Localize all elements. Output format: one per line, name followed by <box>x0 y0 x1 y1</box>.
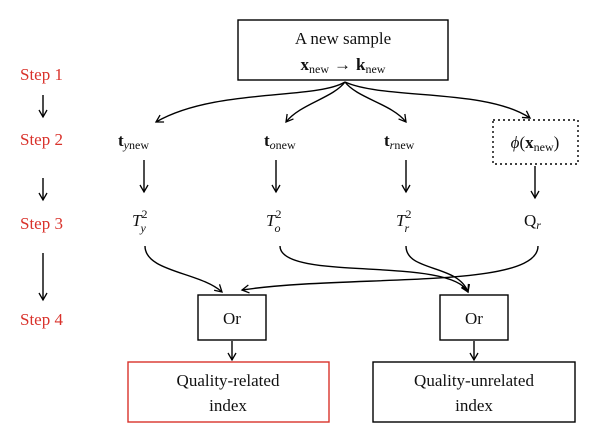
arrow-to-ty <box>154 81 346 123</box>
arrow-Tr2-to-or-right <box>405 245 471 294</box>
sample-mapping: xnew→knew <box>301 55 386 76</box>
quality-related-box <box>127 361 330 423</box>
Q-r: Qr <box>524 211 541 232</box>
k-symbol: k <box>356 55 366 74</box>
step-1-label: Step 1 <box>20 65 63 84</box>
or-left-label: Or <box>223 309 241 328</box>
quality-related-line1: Quality-related <box>177 371 280 390</box>
arrow-to-tr <box>344 81 407 124</box>
t-o-new-label: tonew <box>264 131 296 152</box>
t-r-new-label: trnew <box>384 131 415 152</box>
or-box-right <box>439 294 509 341</box>
arrow-To2-to-or-right <box>279 245 470 294</box>
step-2-label: Step 2 <box>20 130 63 149</box>
quality-unrelated-line1: Quality-unrelated <box>414 371 534 390</box>
quality-related-line2: index <box>209 396 247 415</box>
step-4-label: Step 4 <box>20 310 63 329</box>
new-sample-box <box>237 19 449 81</box>
quality-unrelated-line2: index <box>455 396 493 415</box>
quality-unrelated-box <box>372 361 576 423</box>
arrow-to-phi <box>344 81 532 119</box>
or-box-left <box>197 294 267 341</box>
phi-label: ϕ(xnew) <box>511 133 560 154</box>
x-subscript: new <box>309 62 329 76</box>
phi-box <box>492 119 579 165</box>
step-3-label: Step 3 <box>20 214 63 233</box>
mapping-arrow: → <box>334 55 351 74</box>
arrow-Qr-to-or-left <box>240 245 539 294</box>
k-subscript: new <box>365 62 385 76</box>
arrow-to-to <box>285 81 346 124</box>
arrow-Ty2-to-or-left <box>144 245 223 293</box>
new-sample-title: A new sample <box>295 29 391 48</box>
or-right-label: Or <box>465 309 483 328</box>
t-y-new-label: tynew <box>118 131 149 152</box>
x-symbol: x <box>301 55 310 74</box>
